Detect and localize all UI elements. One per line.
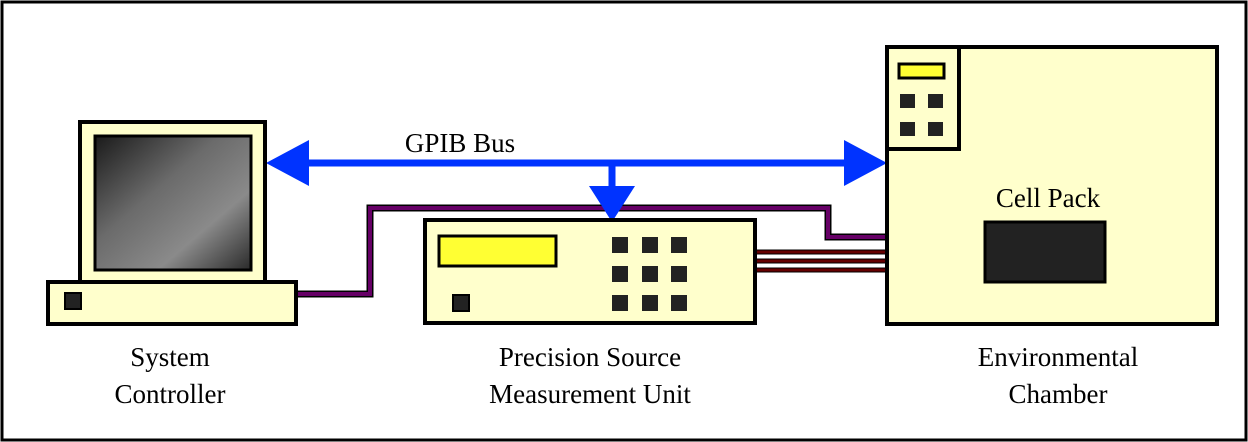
gpib-bus bbox=[266, 140, 887, 222]
gpib-bus-label: GPIB Bus bbox=[405, 128, 515, 158]
bus-arrowhead-right bbox=[844, 140, 887, 186]
environmental-chamber bbox=[885, 45, 1219, 326]
smu-label-line2: Measurement Unit bbox=[489, 379, 691, 409]
smu-display bbox=[437, 234, 558, 268]
cell-pack-label: Cell Pack bbox=[996, 183, 1101, 213]
chamber-control-panel bbox=[885, 45, 961, 151]
controller-label-line2: Controller bbox=[115, 379, 226, 409]
monitor-screen bbox=[93, 134, 253, 272]
chamber-label-line1: Environmental bbox=[978, 342, 1138, 372]
bus-arrowhead-down bbox=[589, 186, 635, 222]
drive-slot bbox=[64, 292, 82, 310]
computer-base bbox=[46, 280, 298, 326]
smu-indicator bbox=[452, 294, 470, 312]
chamber-keypad bbox=[900, 94, 943, 136]
system-controller bbox=[46, 120, 298, 326]
chamber-label-line2: Chamber bbox=[1009, 379, 1108, 409]
cell-pack bbox=[983, 220, 1107, 284]
controller-label-line1: System bbox=[130, 342, 210, 372]
smu-label-line1: Precision Source bbox=[499, 342, 681, 372]
bus-arrowhead-left bbox=[266, 140, 309, 186]
chamber-display bbox=[897, 62, 946, 80]
precision-smu bbox=[423, 218, 757, 325]
controller-to-cell-pack-cable bbox=[296, 204, 990, 298]
smu-keypad bbox=[612, 237, 687, 311]
